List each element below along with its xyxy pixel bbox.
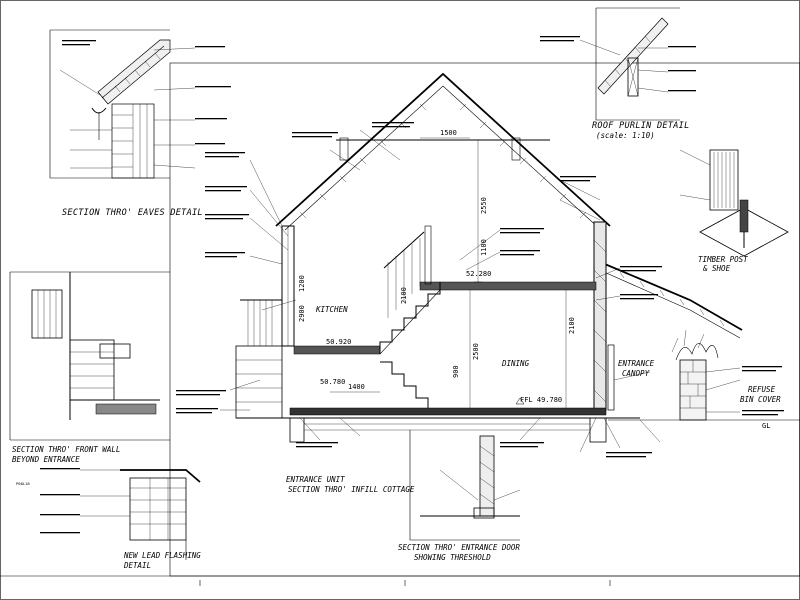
- dim-1100: 1100: [480, 239, 488, 256]
- lead-flashing-title-2: DETAIL: [123, 561, 151, 570]
- dim-2100b: 2100: [400, 287, 408, 304]
- room-dining: DINING: [501, 359, 530, 368]
- dim-1500: 1500: [440, 129, 457, 137]
- dim-2100: 2100: [568, 317, 576, 334]
- ffl-level: FFL 49.780: [520, 396, 562, 404]
- main-section-structure: [235, 221, 800, 443]
- refuse-label: REFUSE: [748, 385, 776, 394]
- dim-900: 900: [452, 365, 460, 378]
- threshold-title-2: SHOWING THRESHOLD: [414, 553, 491, 562]
- threshold-detail: SECTION THRO' ENTRANCE DOOR SHOWING THRE…: [398, 430, 520, 562]
- entrance-unit-title: ENTRANCE UNIT: [286, 475, 345, 484]
- dim-2550: 2550: [480, 197, 488, 214]
- level-52280: 52.280: [466, 270, 491, 278]
- entrance-unit-title-2: SECTION THRO' INFILL COTTAGE: [288, 485, 415, 494]
- lead-flashing-detail: NEW LEAD FLASHING DETAIL: [40, 468, 201, 570]
- level-50920: 50.920: [326, 338, 351, 346]
- dim-2500: 2500: [472, 343, 480, 360]
- dim-1400: 1400: [348, 383, 365, 391]
- bin-cover-label: BIN COVER: [740, 395, 781, 404]
- dim-2900: 2900: [298, 305, 306, 322]
- eaves-detail-title: SECTION THRO' EAVES DETAIL: [62, 208, 203, 218]
- level-markers: FFL 49.780 50.920 52.280 50.780 GL: [320, 270, 770, 430]
- purlin-detail-scale: (scale: 1:10): [596, 131, 655, 140]
- front-wall-title-2: BEYOND ENTRANCE: [12, 455, 80, 464]
- entrance-canopy-label: ENTRANCE: [618, 359, 655, 368]
- dim-1200: 1200: [298, 275, 306, 292]
- entrance-canopy-label-2: CANOPY: [622, 369, 650, 378]
- threshold-title: SECTION THRO' ENTRANCE DOOR: [398, 543, 520, 552]
- sheet-reference: P00L18: [16, 481, 30, 486]
- lead-flashing-title: NEW LEAD FLASHING: [123, 551, 201, 560]
- fine-print-notes: [62, 36, 784, 458]
- main-section-roof: [275, 72, 743, 339]
- level-50780: 50.780: [320, 378, 345, 386]
- roof-purlin-detail: ROOF PURLIN DETAIL (scale: 1:10): [579, 7, 690, 140]
- annotation-leaders: [220, 129, 741, 453]
- front-wall-title: SECTION THRO' FRONT WALL: [12, 445, 120, 454]
- timber-post-title: TIMBER POST: [698, 255, 748, 264]
- dimensions: 2550 1100 2100 2500 2100 900 1200 2900 1…: [298, 129, 576, 408]
- purlin-detail-title: ROOF PURLIN DETAIL: [592, 121, 690, 131]
- room-labels: KITCHEN DINING ENTRANCE CANOPY REFUSE BI…: [315, 305, 781, 404]
- room-kitchen: KITCHEN: [315, 305, 348, 314]
- ground-level: GL: [762, 422, 770, 430]
- front-wall-section: SECTION THRO' FRONT WALL BEYOND ENTRANCE: [9, 271, 170, 464]
- eaves-detail: SECTION THRO' EAVES DETAIL: [49, 29, 203, 218]
- timber-post-title-2: & SHOE: [702, 264, 731, 273]
- timber-post-detail: TIMBER POST & SHOE: [679, 149, 789, 273]
